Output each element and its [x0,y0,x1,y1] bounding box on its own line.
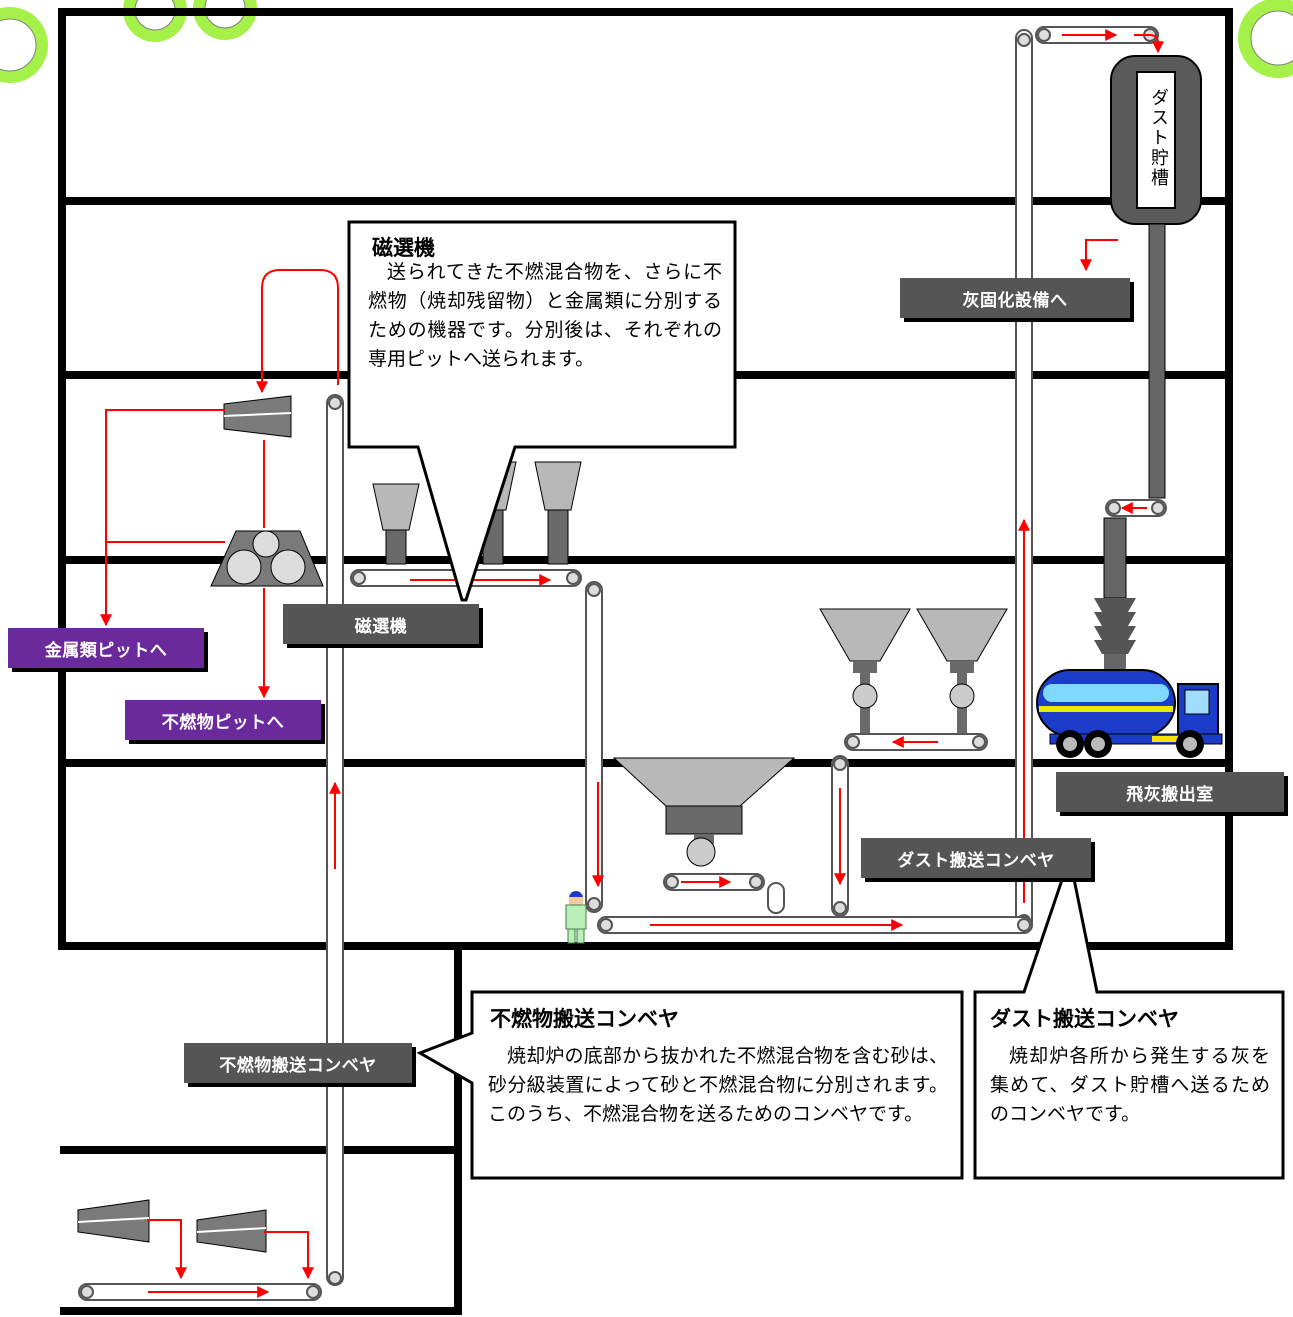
callout-incombustible-bubble [416,990,964,1180]
label-magnet: 磁選機 [283,604,479,644]
label-dust-conveyor: ダスト搬送コンベヤ [861,838,1091,878]
label-incombustible-conveyor: 不燃物搬送コンベヤ [184,1043,412,1083]
label-ash-solidification: 灰固化設備へ [900,278,1130,318]
dust-silo [1110,55,1202,499]
callout-magnet-title: 磁選機 [372,236,435,260]
callout-dust-bubble [973,872,1285,1180]
label-fly-ash-room: 飛灰搬出室 [1056,772,1284,812]
callout-magnet-body: 送られてきた不燃混合物を、さらに不燃物（焼却残留物）と金属類に分別するための機器… [368,261,722,370]
label-dust-silo: ダスト貯槽 [1148,88,1169,188]
callout-dust-body: 焼却炉各所から発生する灰を集めて、ダスト貯槽へ送るためのコンベヤです。 [990,1045,1270,1125]
tanker-truck-icon [1036,669,1223,758]
callout-magnet-bubble [347,220,737,602]
worker-icon [565,891,587,944]
callout-incombustible-body: 焼却炉の底部から抜かれた不燃混合物を含む砂は、砂分級装置によって砂と不燃混合物に… [488,1045,948,1125]
dust-hopper-group [819,608,1008,751]
callout-incombustible-title: 不燃物搬送コンベヤ [490,1007,679,1031]
drop-conveyor [585,581,603,913]
loading-chute [1094,517,1136,672]
label-metal-pit: 金属類ピットへ [8,628,204,668]
basement-crushers [77,1199,322,1301]
callout-dust-title: ダスト搬送コンベヤ [990,1007,1179,1031]
label-incombustible-pit: 不燃物ピットへ [125,700,321,740]
flow-arrows [100,29,1164,1298]
separator-machine [210,395,324,587]
big-hopper [612,757,796,914]
